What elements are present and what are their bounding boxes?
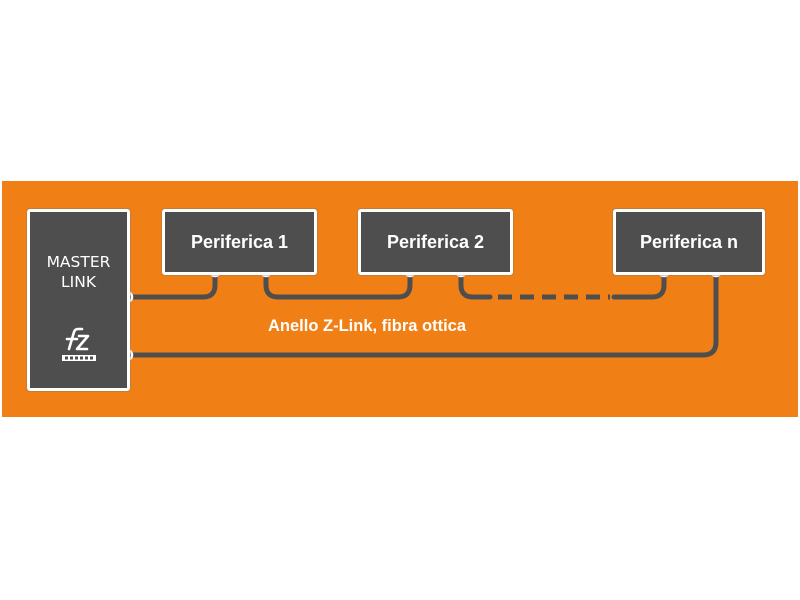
peripheral-1-box: Periferica 1: [162, 209, 317, 275]
link-master-p1: [126, 268, 218, 300]
peripheral-2-box: Periferica 2: [358, 209, 513, 275]
link-p2-start: [458, 268, 493, 300]
master-link-label: MASTER LINK: [30, 252, 127, 292]
peripheral-1-label: Periferica 1: [190, 232, 289, 252]
link-pn-master-return: [126, 268, 719, 358]
master-link-box: MASTER LINK: [27, 209, 130, 391]
link-p1-p2: [263, 268, 413, 300]
peripheral-n-label: Periferica n: [639, 232, 739, 252]
ring-caption-text: Anello Z-Link, fibra ottica: [268, 317, 467, 335]
link-pn-end: [611, 268, 667, 300]
master-label-line1: MASTER: [46, 253, 111, 271]
peripheral-2-label: Periferica 2: [386, 232, 485, 252]
master-label-line2: LINK: [61, 273, 96, 291]
peripheral-n-box: Periferica n: [613, 209, 765, 275]
fz-series-logo-icon: [62, 327, 96, 361]
